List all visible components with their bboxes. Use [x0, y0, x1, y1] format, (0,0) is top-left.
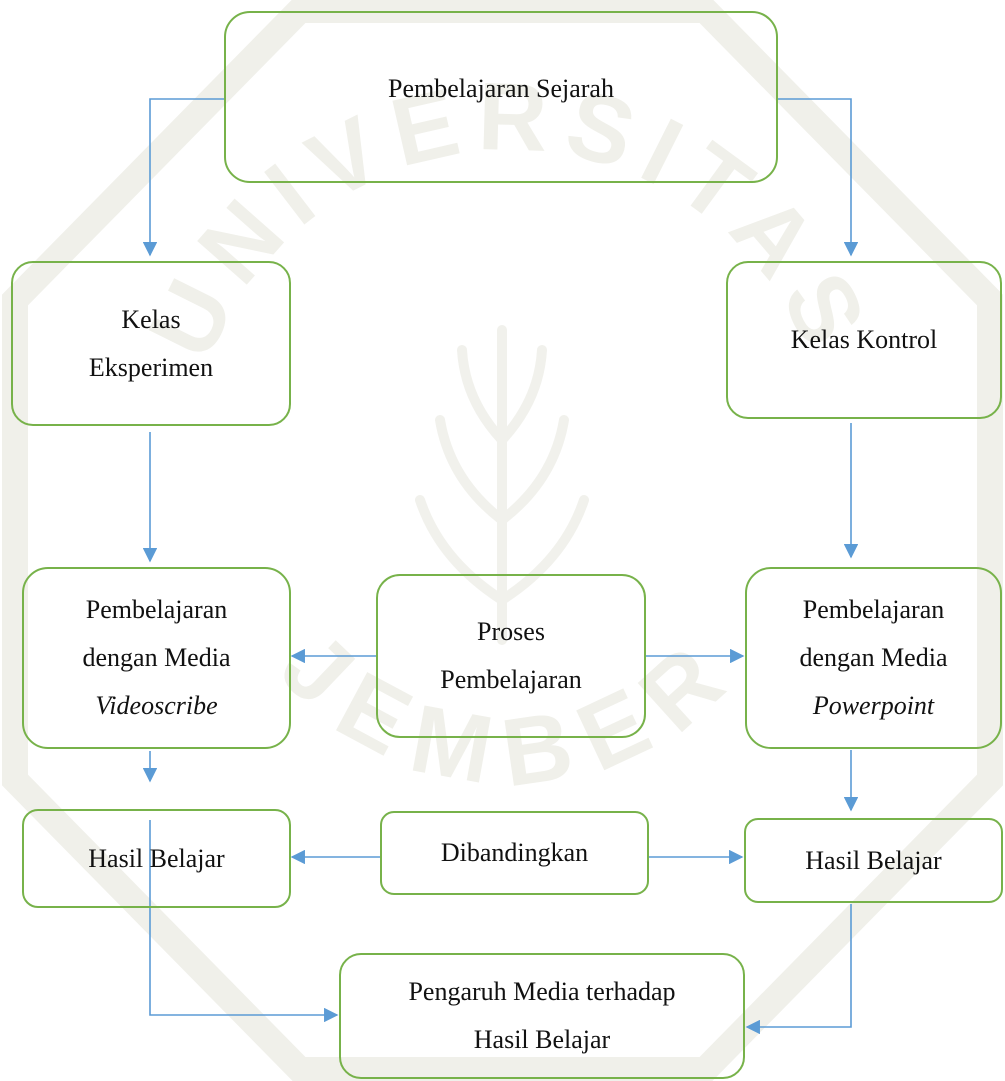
node-proses-pembelajaran: Proses Pembelajaran	[376, 574, 646, 738]
node-label: Pengaruh Media terhadap	[408, 977, 676, 1006]
node-label: Pembelajaran	[440, 665, 582, 694]
arrow-hasil-left-to-pengaruh	[149, 820, 339, 1023]
node-label: Pembelajaran Sejarah	[388, 74, 614, 103]
node-hasil-belajar-right: Hasil Belajar	[744, 818, 1003, 903]
node-kelas-kontrol: Kelas Kontrol	[726, 261, 1002, 419]
node-label: Hasil Belajar	[88, 843, 225, 873]
node-label: Kelas Kontrol	[790, 325, 938, 354]
node-label: Powerpoint	[812, 691, 935, 720]
node-label: Hasil Belajar	[805, 845, 942, 875]
node-label: Dibandingkan	[440, 838, 589, 867]
arrow-hasil-right-to-pengaruh	[745, 904, 852, 1035]
node-media-videoscribe: Pembelajaran dengan Media Videoscribe	[22, 567, 291, 749]
node-media-powerpoint: Pembelajaran dengan Media Powerpoint	[745, 567, 1002, 749]
arrow-sejarah-to-eksperimen	[142, 98, 224, 257]
node-label: Pembelajaran	[85, 595, 228, 624]
node-label: Videoscribe	[95, 691, 218, 720]
arrow-sejarah-to-kontrol	[778, 98, 859, 257]
node-hasil-belajar-left: Hasil Belajar	[22, 809, 291, 908]
node-label: Kelas	[121, 304, 181, 334]
node-pembelajaran-sejarah: Pembelajaran Sejarah	[224, 11, 778, 183]
node-label: dengan Media	[799, 643, 948, 672]
node-kelas-eksperimen: Kelas Eksperimen	[11, 261, 291, 426]
node-label: Hasil Belajar	[473, 1025, 611, 1054]
watermark-emblem	[415, 325, 589, 645]
node-label: Pembelajaran	[802, 595, 945, 624]
node-dibandingkan: Dibandingkan	[380, 811, 649, 895]
node-label: dengan Media	[82, 643, 231, 672]
node-label: Proses	[477, 617, 545, 646]
node-label: Eksperimen	[88, 352, 214, 382]
node-pengaruh-media: Pengaruh Media terhadap Hasil Belajar	[339, 953, 745, 1079]
